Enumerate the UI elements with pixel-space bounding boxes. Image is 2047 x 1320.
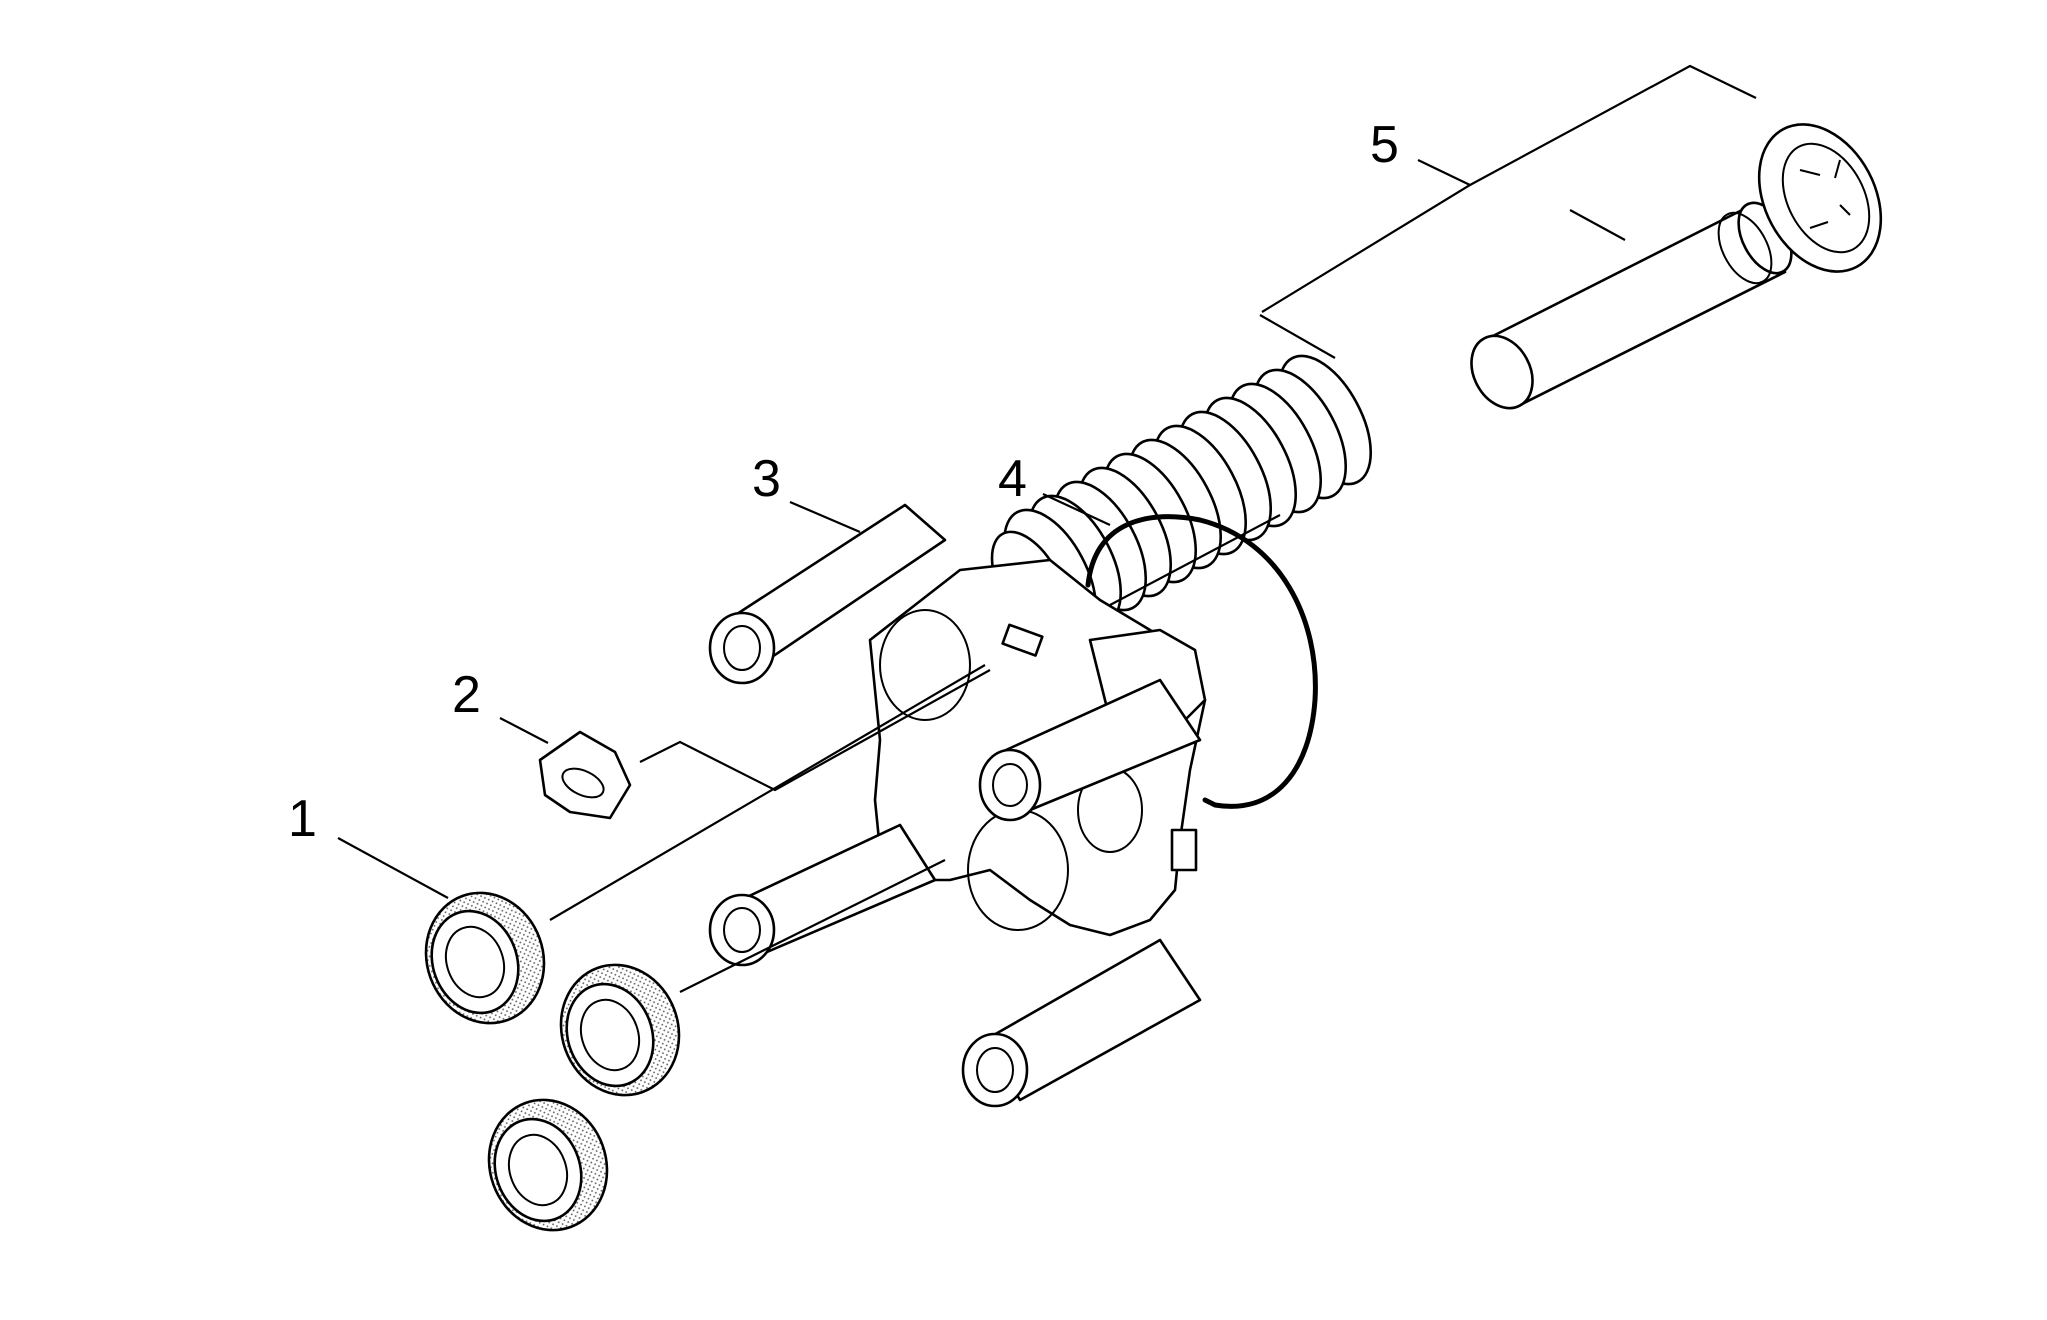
seals-part-1 xyxy=(424,891,681,1232)
callout-1: 1 xyxy=(288,790,317,848)
callout-2: 2 xyxy=(452,666,481,724)
callout-4: 4 xyxy=(998,450,1027,508)
callout-labels: 1 2 3 4 5 xyxy=(288,116,1399,848)
leader-lines xyxy=(337,64,1757,993)
pump-head-part-3 xyxy=(708,503,1207,1108)
seal-ring xyxy=(487,1098,609,1232)
o-ring-part-4 xyxy=(1085,514,1318,809)
valve-pin xyxy=(1470,201,1793,410)
seal-ring xyxy=(559,963,681,1097)
seal-ring xyxy=(424,891,546,1025)
retaining-washer xyxy=(1757,123,1883,273)
valve-insert-part-2 xyxy=(538,730,632,820)
callout-5: 5 xyxy=(1370,116,1399,174)
valve-assembly-part-5 xyxy=(990,123,1883,640)
callout-3: 3 xyxy=(752,450,781,508)
